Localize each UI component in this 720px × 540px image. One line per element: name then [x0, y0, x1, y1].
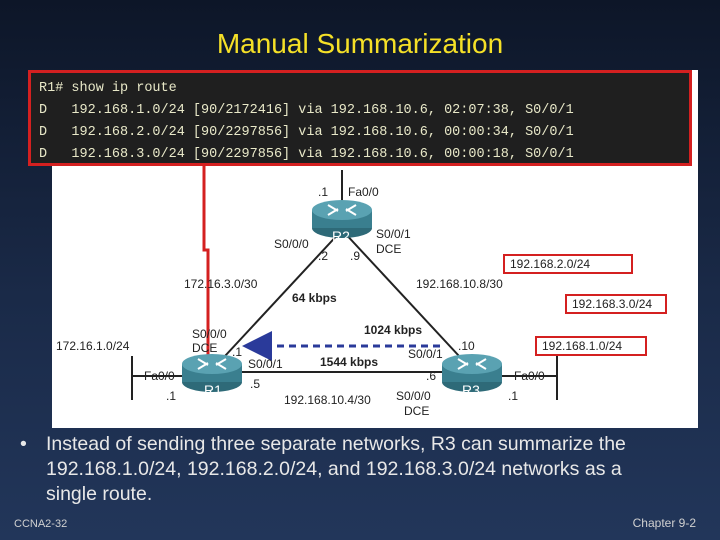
r1-s001-host: .5: [250, 377, 260, 391]
router-r1: R1: [182, 354, 242, 398]
net-r2-r3: 192.168.10.8/30: [416, 277, 503, 291]
bw-r1-r3: 1544 kbps: [320, 355, 378, 369]
bw-r1-r2: 64 kbps: [292, 291, 337, 305]
r1-fa-label: Fa0/0: [144, 369, 175, 383]
router-r2: R2: [312, 200, 372, 244]
link-r2-r3: [341, 229, 473, 371]
box-label-1: 192.168.1.0/24: [542, 339, 622, 353]
r2-fa-label: Fa0/0: [348, 185, 379, 199]
r1-s000-host: .1: [232, 345, 242, 359]
route-line-3: D 192.168.3.0/24 [90/2297856] via 192.16…: [39, 147, 574, 162]
router-r3: R3: [442, 354, 502, 398]
r2-s000-host: .2: [318, 249, 328, 263]
net-r1-r3: 192.168.10.4/30: [284, 393, 371, 407]
r3-label: R3: [462, 382, 480, 398]
r3-s001-label: S0/0/1: [408, 347, 443, 361]
highlight-line: [202, 166, 210, 370]
net-r1-r2: 172.16.3.0/30: [184, 277, 258, 291]
net-r1-lan: 172.16.1.0/24: [56, 339, 130, 353]
r1-label: R1: [204, 382, 222, 398]
bullet-dot-icon: •: [20, 433, 27, 455]
r3-fa-label: Fa0/0: [514, 369, 545, 383]
box-192-168-2: [503, 254, 633, 274]
r2-s001-label: S0/0/1: [376, 227, 411, 241]
r1-s001-label: S0/0/1: [248, 357, 283, 371]
box-label-3: 192.168.3.0/24: [572, 297, 652, 311]
r1-dce-label: DCE: [192, 341, 217, 355]
r2-dce-label: DCE: [376, 242, 401, 256]
footer-course: CCNA2-32: [14, 518, 68, 530]
link-r1-r2: [211, 229, 343, 371]
route-line-2: D 192.168.2.0/24 [90/2297856] via 192.16…: [39, 125, 574, 140]
r2-label: R2: [332, 228, 350, 244]
r2-s000-label: S0/0/0: [274, 237, 309, 251]
route-line-1: D 192.168.1.0/24 [90/2172416] via 192.16…: [39, 103, 574, 118]
slide-title: Manual Summarization: [216, 28, 504, 59]
footer-chapter: Chapter 9-2: [632, 516, 696, 530]
r3-fa-host: .1: [508, 389, 518, 403]
r3-s000-label: S0/0/0: [396, 389, 431, 403]
topology-svg: 192.168.2.0/24 192.168.3.0/24 192.168.1.…: [56, 166, 667, 418]
r1-fa-host: .1: [166, 389, 176, 403]
route-table-box: R1# show ip route D 192.168.1.0/24 [90/2…: [28, 70, 692, 166]
r3-dce-label: DCE: [404, 404, 429, 418]
route-line-cmd: R1# show ip route: [39, 81, 177, 96]
box-192-168-1: [535, 336, 647, 356]
r2-fa-host: .1: [318, 185, 328, 199]
bw-r2-r3: 1024 kbps: [364, 323, 422, 337]
r3-s000-host: .6: [426, 369, 436, 383]
bullet-text: Instead of sending three separate networ…: [46, 433, 626, 505]
box-label-2: 192.168.2.0/24: [510, 257, 590, 271]
r3-s001-host: .10: [458, 339, 475, 353]
box-192-168-3: [565, 294, 667, 314]
r1-s000-label: S0/0/0: [192, 327, 227, 341]
r2-s001-host: .9: [350, 249, 360, 263]
